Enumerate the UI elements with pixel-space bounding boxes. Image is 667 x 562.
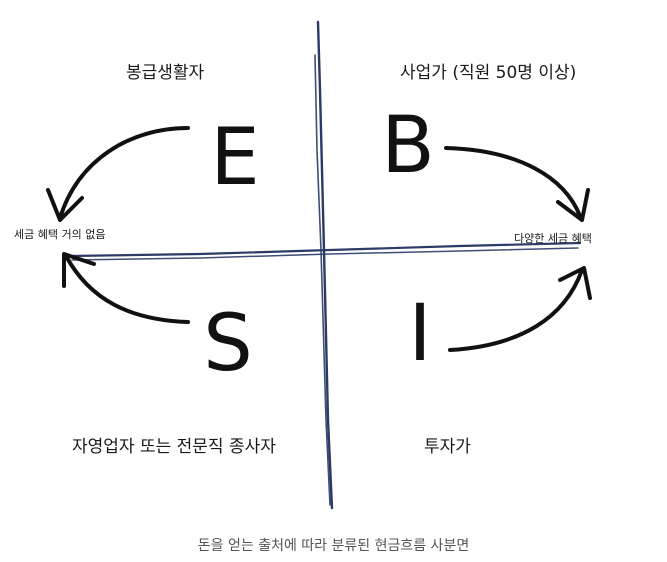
figure-caption: 돈을 얻는 출처에 따라 분류된 현금흐름 사분면	[197, 538, 470, 554]
label-employee: 봉급생활자	[126, 63, 205, 83]
label-business-owner: 사업가 (직원 50명 이상)	[400, 63, 577, 83]
label-few-tax-benefits: 세금 혜택 거의 없음	[14, 228, 106, 241]
label-investor: 투자가	[424, 437, 471, 457]
label-self-employed: 자영업자 또는 전문직 종사자	[72, 437, 276, 457]
label-many-tax-benefits: 다양한 세금 혜택	[514, 232, 592, 245]
letter-s: S	[203, 299, 253, 389]
letter-e: E	[210, 113, 259, 203]
letter-b: B	[381, 101, 435, 191]
arrow-i-to-right	[448, 266, 592, 352]
horizontal-axis	[68, 241, 582, 261]
vertical-axis	[314, 20, 334, 510]
arrow-s-to-left	[62, 252, 190, 324]
letter-i: I	[408, 289, 431, 379]
arrow-e-to-left	[46, 126, 190, 222]
arrow-b-to-right	[444, 146, 590, 222]
